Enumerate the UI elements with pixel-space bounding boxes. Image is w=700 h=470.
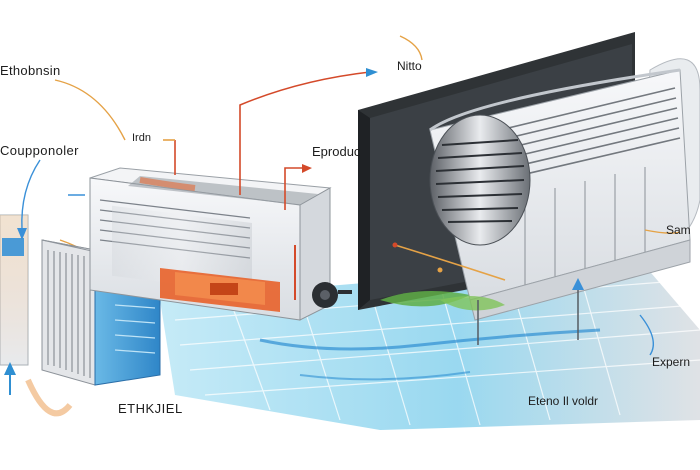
center-pointers	[139, 68, 378, 210]
label-right-bottom: Expern	[652, 355, 691, 369]
right-pointers	[399, 35, 681, 356]
label-bottom-left: ETHKJIEL	[118, 401, 183, 416]
label-mid-center: Eproduc	[312, 144, 361, 159]
label-mid-left: Coupponoler	[0, 143, 79, 158]
label-top-left: Ethobnsin	[0, 63, 61, 78]
split-ac-unit	[429, 58, 700, 321]
label-bottom-right: Eteno Il voldr	[528, 394, 599, 408]
airflow-accents	[380, 242, 584, 345]
label-mid-center-small: Irdn	[132, 132, 151, 144]
label-right-top: Sam	[666, 223, 691, 237]
label-top-right: Nitto	[397, 59, 422, 73]
evaporator-unit	[89, 167, 352, 321]
refrigerant-tank	[0, 214, 73, 417]
